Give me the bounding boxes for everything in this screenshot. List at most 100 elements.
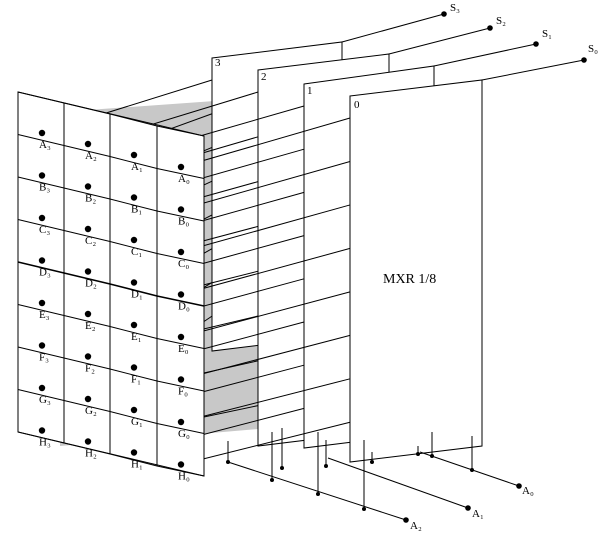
input-terminal-dot — [84, 395, 92, 403]
select-line — [341, 13, 445, 43]
input-label: H₁ — [131, 459, 143, 471]
input-terminal-dot — [130, 236, 138, 244]
input-wire — [180, 378, 351, 423]
input-terminal-dot — [38, 299, 46, 307]
input-terminal-dot — [38, 129, 46, 137]
input-label: G₃ — [39, 394, 51, 406]
input-label: E₀ — [178, 343, 189, 355]
select-line — [433, 43, 537, 67]
input-label: C₃ — [39, 224, 50, 236]
address-junction-dot — [430, 454, 434, 458]
input-label: G₂ — [85, 405, 97, 417]
input-terminal-dot — [38, 172, 46, 179]
grid-hline — [17, 261, 205, 307]
input-wire — [180, 160, 351, 210]
input-terminal-dot — [84, 438, 92, 445]
input-label: A₁ — [131, 161, 143, 173]
input-terminal-dot — [177, 291, 185, 298]
grid-hline — [17, 431, 205, 477]
input-terminal-dot — [84, 183, 92, 190]
select-label: S₂ — [496, 15, 506, 27]
select-label: S₃ — [450, 2, 460, 14]
input-terminal-dot — [38, 384, 46, 392]
select-terminal-dot — [581, 57, 587, 63]
grid-hline — [17, 219, 205, 264]
input-label: C₁ — [131, 246, 142, 258]
input-label: D₁ — [131, 289, 143, 301]
input-wire — [180, 204, 351, 253]
input-terminal-dot — [177, 418, 185, 426]
select-terminal-dot — [533, 41, 539, 47]
address-line — [327, 457, 469, 509]
address-terminal-dot — [465, 505, 471, 511]
input-label: B₃ — [39, 182, 50, 194]
input-label: A₀ — [178, 173, 190, 185]
input-wire — [180, 247, 351, 295]
input-label: B₁ — [131, 204, 142, 216]
address-junction-dot — [416, 452, 420, 456]
address-junction-dot — [362, 507, 366, 511]
input-label: A₃ — [39, 139, 51, 151]
panel-1-label: 1 — [307, 85, 313, 97]
select-line — [481, 59, 585, 81]
input-label: E₂ — [85, 320, 96, 332]
input-label: E₁ — [131, 331, 142, 343]
input-label: H₂ — [85, 448, 97, 460]
address-line — [419, 451, 520, 487]
input-terminal-dot — [84, 353, 92, 360]
select-label: S₀ — [588, 43, 598, 55]
input-wire — [180, 117, 351, 168]
input-label: F₂ — [85, 363, 95, 375]
select-line — [388, 27, 491, 55]
input-label: E₃ — [39, 309, 50, 321]
input-label: B₀ — [178, 216, 189, 228]
input-terminal-dot — [177, 248, 185, 256]
panel-0-label: 0 — [354, 99, 360, 111]
grid-hline — [17, 304, 205, 349]
input-terminal-dot — [177, 163, 185, 171]
input-terminal-dot — [130, 321, 138, 329]
address-line — [227, 461, 407, 521]
input-label: F₁ — [131, 374, 141, 386]
grid-hline — [17, 91, 205, 137]
input-label: A₂ — [85, 150, 97, 162]
input-label: C₀ — [178, 258, 189, 270]
panel-3-label: 3 — [215, 57, 221, 69]
input-terminal-dot — [177, 206, 185, 213]
input-wire — [180, 421, 351, 465]
select-lines: S₀ S₁ S₂ S₃ — [341, 2, 598, 81]
panel-0: 0 MXR 1/8 — [349, 79, 483, 463]
input-label: H₀ — [178, 471, 190, 483]
input-label: G₀ — [178, 428, 190, 440]
input-label: D₀ — [178, 301, 190, 313]
grid-hline — [17, 346, 205, 392]
grid-hline — [17, 389, 205, 434]
select-terminal-dot — [487, 25, 493, 31]
input-terminal-dot — [130, 151, 138, 159]
address-junction-dot — [370, 460, 374, 464]
address-junction-dot — [316, 492, 320, 496]
address-terminal-dot — [516, 483, 522, 489]
input-terminal-dot — [177, 333, 185, 341]
input-terminal-dot — [84, 310, 92, 318]
address-junction-dot — [226, 460, 230, 464]
input-label: C₂ — [85, 235, 96, 247]
address-terminal-dot — [403, 517, 409, 523]
input-terminal-dot — [177, 461, 185, 468]
input-label: D₂ — [85, 278, 97, 290]
input-wire — [180, 291, 351, 338]
grid-hline — [17, 134, 205, 179]
select-label: S₁ — [542, 28, 552, 40]
input-terminal-dot — [130, 279, 138, 286]
input-label: F₀ — [178, 386, 188, 398]
input-terminal-dot — [130, 194, 138, 201]
address-junction-dot — [324, 464, 328, 468]
grid-hline — [17, 176, 205, 222]
input-label: D₃ — [39, 267, 51, 279]
input-terminal-dot — [38, 214, 46, 222]
panel-0-title: MXR 1/8 — [383, 272, 436, 287]
input-terminal-dot — [177, 376, 185, 383]
address-junction-dot — [470, 468, 474, 472]
input-label: G₁ — [131, 416, 143, 428]
